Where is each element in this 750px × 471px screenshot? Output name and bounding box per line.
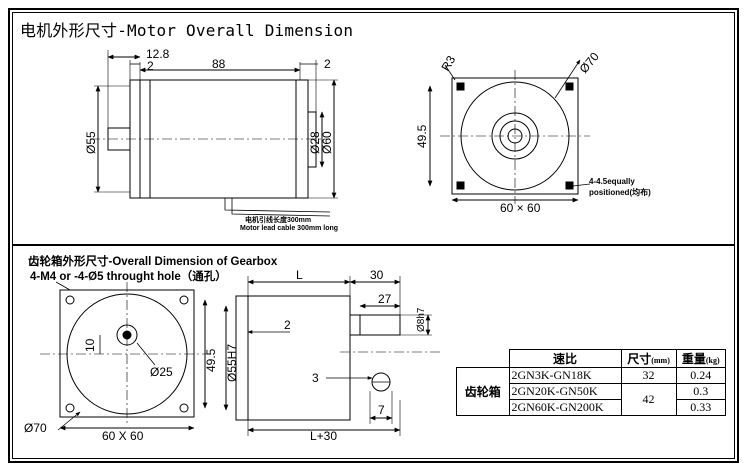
- gbx-hole-br: [179, 403, 189, 413]
- dim-3: 3: [312, 371, 319, 385]
- gearbox-flange: [235, 295, 249, 421]
- header-ratio: 速比: [508, 349, 622, 368]
- gearbox-output-shaft: [349, 314, 401, 336]
- row-model: 2GN3K-GN18K: [508, 367, 622, 384]
- table-row: 齿轮箱 2GN3K-GN18K 32 0.24: [456, 367, 727, 416]
- table-row: 2GN60K-GN200K 0.33: [457, 399, 727, 416]
- gearbox-side-view: [223, 276, 440, 436]
- header-size: 尺寸(mm): [620, 349, 677, 368]
- mount-hole-tl: [456, 82, 465, 91]
- mount-hole-br: [565, 181, 574, 190]
- gearbox-body: [247, 295, 351, 421]
- dim-49-5-bottom: 49.5: [204, 348, 218, 372]
- outer-frame: [8, 8, 739, 463]
- dim-88: 88: [212, 57, 226, 71]
- row-model: 2GN60K-GN200K: [508, 399, 622, 416]
- dim-2-right: 2: [324, 57, 331, 71]
- dim-dia-8h7: Ø8h7: [416, 307, 427, 332]
- row-weight: 0.3: [675, 383, 727, 400]
- dim-dia-60: Ø60: [320, 131, 334, 154]
- dim-30: 30: [370, 268, 384, 282]
- mount-hole-bl: [456, 181, 465, 190]
- motor-dimension-title: 电机外形尺寸-Motor Overall Dimension: [20, 21, 354, 40]
- dim-dia-55: Ø55: [84, 131, 98, 154]
- gearbox-dimension-title: 齿轮箱外形尺寸-Overall Dimension of Gearbox: [28, 256, 278, 268]
- row-weight: 0.24: [675, 367, 727, 384]
- dim-60x60-bottom: 60 X 60: [102, 429, 144, 443]
- gearbox-spec-table: 速比 尺寸(mm) 重量(kg) 齿轮箱 2GN3K-GN18K 32 0.24…: [456, 349, 727, 416]
- dim-r3: R3: [438, 53, 458, 74]
- dim-7: 7: [378, 403, 385, 417]
- table-row: 2GN20K-GN50K 42 0.3: [457, 383, 727, 416]
- lead-note-cn: 电机引线长度300mm: [245, 215, 311, 224]
- row-weight: 0.33: [675, 399, 727, 416]
- gbx-hole-tr: [179, 295, 189, 305]
- dim-dia-28: Ø28: [308, 131, 322, 154]
- motor-side-view: [90, 50, 338, 217]
- dim-dia-55h7: Ø55H7: [225, 344, 239, 382]
- motor-front-view: [427, 59, 591, 204]
- row-size: 32: [620, 367, 677, 384]
- dim-L-plus-30: L+30: [310, 429, 337, 443]
- gbx-hole-bl: [65, 403, 75, 413]
- dim-49-5-top: 49.5: [415, 124, 429, 148]
- dim-dia-25: Ø25: [150, 365, 173, 379]
- section-divider: [12, 244, 735, 246]
- header-weight: 重量(kg): [675, 349, 727, 368]
- dim-dia-70: Ø70: [577, 49, 603, 76]
- holes-note-1: 4-4.5equally: [589, 177, 635, 186]
- dim-2-left: 2: [147, 59, 154, 73]
- dim-12-8: 12.8: [146, 47, 170, 61]
- dim-dia-70-bottom: Ø70: [24, 421, 47, 435]
- group-label: 齿轮箱: [456, 367, 510, 416]
- gearbox-holes-note: 4-M4 or -4-Ø5 throught hole（通孔）: [30, 271, 227, 283]
- dim-60x60-top: 60 × 60: [500, 201, 541, 215]
- row-model: 2GN20K-GN50K: [508, 383, 622, 400]
- gearbox-front-view: [40, 281, 210, 431]
- holes-note-2: positioned(均布): [589, 187, 651, 197]
- lead-note-en: Motor lead cable 300mm long: [240, 225, 338, 232]
- dim-27: 27: [378, 292, 392, 306]
- spec-header-row: 速比 尺寸(mm) 重量(kg): [456, 349, 727, 368]
- mount-hole-tr: [565, 82, 574, 91]
- dim-10: 10: [83, 338, 97, 352]
- inner-frame: [12, 12, 735, 459]
- dim-2-gearbox: 2: [284, 318, 291, 332]
- motor-rear-cap: [307, 111, 317, 168]
- row-size: 42: [620, 383, 677, 416]
- dim-L: L: [296, 268, 303, 282]
- gbx-hole-tl: [65, 295, 75, 305]
